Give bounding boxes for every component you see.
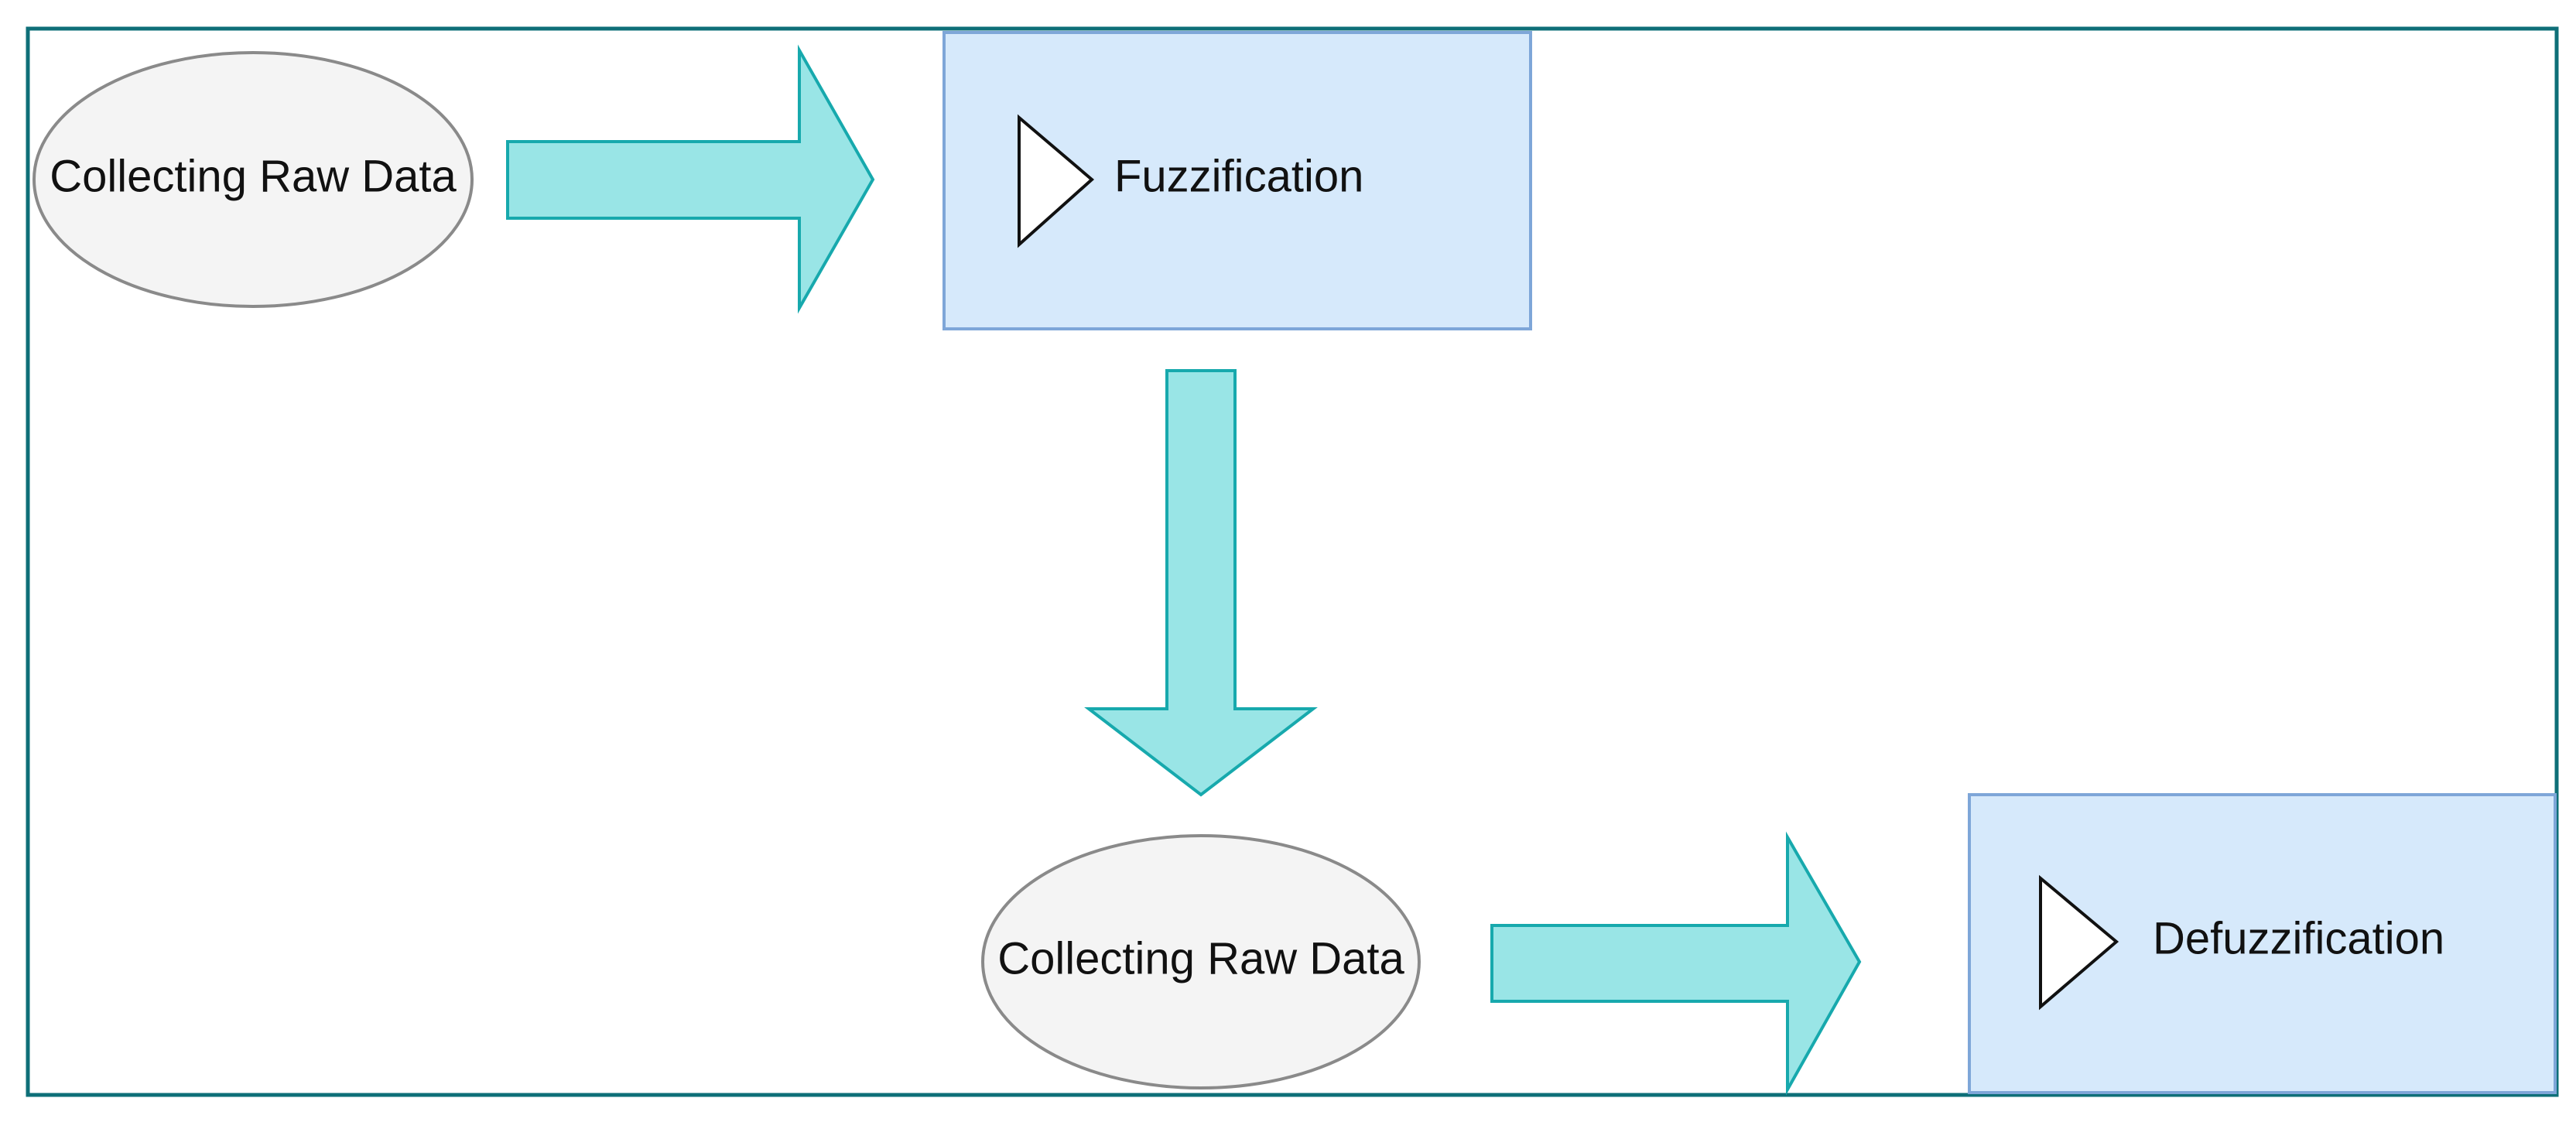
- play-triangle-icon: [2039, 874, 2119, 1011]
- node-raw-data-2: Collecting Raw Data: [981, 834, 1421, 1090]
- fuzzification-label: Fuzzification: [1114, 151, 1363, 201]
- defuzzification-label: Defuzzification: [2153, 913, 2444, 963]
- raw-data-2-ellipse: [981, 834, 1421, 1090]
- arrow-fuzzification-to-raw-data: [1084, 369, 1318, 797]
- raw-data-2-label: Collecting Raw Data: [997, 933, 1404, 983]
- raw-data-1-label: Collecting Raw Data: [50, 151, 457, 201]
- play-triangle-icon: [1018, 114, 1095, 248]
- arrow-raw-data-to-defuzzification: [1490, 831, 1862, 1096]
- raw-data-1-ellipse: [32, 51, 474, 308]
- node-fuzzification: Fuzzification: [942, 31, 1532, 330]
- arrow-raw-data-to-fuzzification: [506, 44, 875, 314]
- node-raw-data-1: Collecting Raw Data: [32, 51, 474, 308]
- node-defuzzification: Defuzzification: [1968, 793, 2557, 1094]
